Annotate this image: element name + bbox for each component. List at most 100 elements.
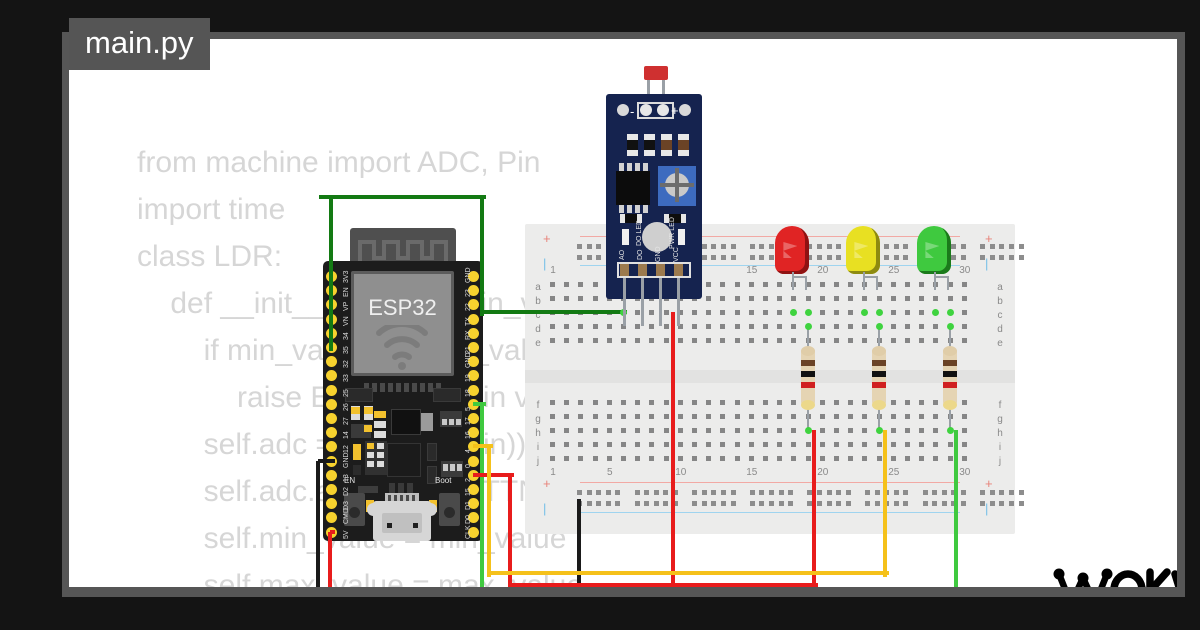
breadboard-hole[interactable] <box>834 324 839 329</box>
breadboard-hole[interactable] <box>919 282 925 287</box>
en-button[interactable] <box>344 493 365 526</box>
breadboard-hole[interactable] <box>734 456 740 461</box>
breadboard-hole[interactable] <box>706 324 712 329</box>
rail-hole[interactable] <box>586 244 592 249</box>
breadboard-hole[interactable] <box>677 456 683 461</box>
rail-hole[interactable] <box>711 255 717 260</box>
breadboard-hole[interactable] <box>720 324 726 329</box>
rail-hole[interactable] <box>932 501 938 506</box>
breadboard-hole[interactable] <box>578 296 584 301</box>
breadboard-hole[interactable] <box>706 338 712 343</box>
rail-hole[interactable] <box>980 501 986 506</box>
rail-hole[interactable] <box>721 244 726 249</box>
rail-hole[interactable] <box>903 255 909 260</box>
breadboard-hole[interactable] <box>890 324 896 329</box>
breadboard-hole[interactable] <box>663 338 669 343</box>
breadboard-hole[interactable] <box>706 310 712 315</box>
rail-hole[interactable] <box>922 490 928 495</box>
rail-hole[interactable] <box>951 244 957 249</box>
breadboard-hole[interactable] <box>919 400 925 405</box>
rail-hole[interactable] <box>807 244 813 249</box>
breadboard-hole[interactable] <box>905 400 910 405</box>
rail-hole[interactable] <box>730 501 736 506</box>
breadboard-hole[interactable] <box>692 442 697 447</box>
rail-hole[interactable] <box>596 255 602 260</box>
breadboard-hole[interactable] <box>635 456 641 461</box>
rail-hole[interactable] <box>922 501 928 506</box>
breadboard-hole[interactable] <box>933 456 939 461</box>
breadboard-hole[interactable] <box>961 324 967 329</box>
breadboard-hole[interactable] <box>621 414 626 419</box>
breadboard-hole[interactable] <box>819 338 825 343</box>
breadboard-hole[interactable] <box>919 338 925 343</box>
breadboard-hole[interactable] <box>677 414 683 419</box>
breadboard-hole[interactable] <box>564 324 570 329</box>
rail-hole[interactable] <box>673 490 678 495</box>
breadboard-hole[interactable] <box>706 428 712 433</box>
rail-hole[interactable] <box>999 244 1005 249</box>
breadboard-hole[interactable] <box>805 456 811 461</box>
rail-hole[interactable] <box>961 501 966 506</box>
esp32-pin-0[interactable] <box>468 455 479 467</box>
esp32-pin-cmd[interactable] <box>326 512 337 524</box>
rail-hole[interactable] <box>999 255 1005 260</box>
rail-hole[interactable] <box>1018 255 1024 260</box>
rail-hole[interactable] <box>951 490 957 495</box>
esp32-pin-16[interactable] <box>468 427 479 439</box>
breadboard-hole[interactable] <box>592 324 598 329</box>
breadboard-hole[interactable] <box>748 338 754 343</box>
breadboard-hole[interactable] <box>578 324 584 329</box>
breadboard-hole[interactable] <box>734 414 740 419</box>
rail-hole[interactable] <box>769 501 774 506</box>
rail-hole[interactable] <box>586 255 592 260</box>
breadboard-hole[interactable] <box>919 310 925 315</box>
breadboard-hole[interactable] <box>564 456 570 461</box>
rail-hole[interactable] <box>692 490 698 495</box>
breadboard-hole[interactable] <box>621 456 626 461</box>
esp32-pin-d1[interactable] <box>468 498 479 510</box>
rail-hole[interactable] <box>989 501 995 506</box>
rail-hole[interactable] <box>951 501 957 506</box>
rail-hole[interactable] <box>989 244 995 249</box>
breadboard-hole[interactable] <box>933 414 939 419</box>
breadboard-hole[interactable] <box>961 310 967 315</box>
breadboard-hole[interactable] <box>621 400 626 405</box>
breadboard-hole[interactable] <box>819 400 825 405</box>
rail-hole[interactable] <box>1009 244 1014 249</box>
rail-hole[interactable] <box>586 501 592 506</box>
breadboard-hole[interactable] <box>876 296 882 301</box>
rail-hole[interactable] <box>663 501 669 506</box>
breadboard-hole[interactable] <box>791 428 797 433</box>
breadboard-hole[interactable] <box>862 296 868 301</box>
breadboard-hole[interactable] <box>550 400 555 405</box>
esp32-pin-22[interactable] <box>468 299 479 311</box>
breadboard-hole[interactable] <box>947 296 953 301</box>
breadboard-hole[interactable] <box>933 400 939 405</box>
breadboard-hole[interactable] <box>649 456 655 461</box>
breadboard-hole[interactable] <box>564 296 570 301</box>
breadboard-hole[interactable] <box>564 414 570 419</box>
breadboard-hole[interactable] <box>791 338 797 343</box>
rail-hole[interactable] <box>874 501 880 506</box>
breadboard-hole[interactable] <box>621 338 626 343</box>
rail-hole[interactable] <box>865 490 870 495</box>
breadboard-hole[interactable] <box>748 428 754 433</box>
rail-hole[interactable] <box>874 490 880 495</box>
breadboard-hole[interactable] <box>919 442 925 447</box>
rail-hole[interactable] <box>759 490 765 495</box>
breadboard-hole[interactable] <box>890 414 896 419</box>
rail-hole[interactable] <box>893 501 899 506</box>
breadboard-hole[interactable] <box>805 296 811 301</box>
breadboard-hole[interactable] <box>905 338 910 343</box>
breadboard-hole[interactable] <box>848 296 854 301</box>
breadboard-hole[interactable] <box>748 442 754 447</box>
breadboard-hole[interactable] <box>692 310 697 315</box>
breadboard-hole[interactable] <box>848 414 854 419</box>
breadboard-hole[interactable] <box>791 400 797 405</box>
rail-hole[interactable] <box>807 501 813 506</box>
breadboard-hole[interactable] <box>819 428 825 433</box>
rail-hole[interactable] <box>951 255 957 260</box>
breadboard-hole[interactable] <box>933 324 939 329</box>
breadboard-hole[interactable] <box>933 338 939 343</box>
breadboard-hole[interactable] <box>763 428 768 433</box>
